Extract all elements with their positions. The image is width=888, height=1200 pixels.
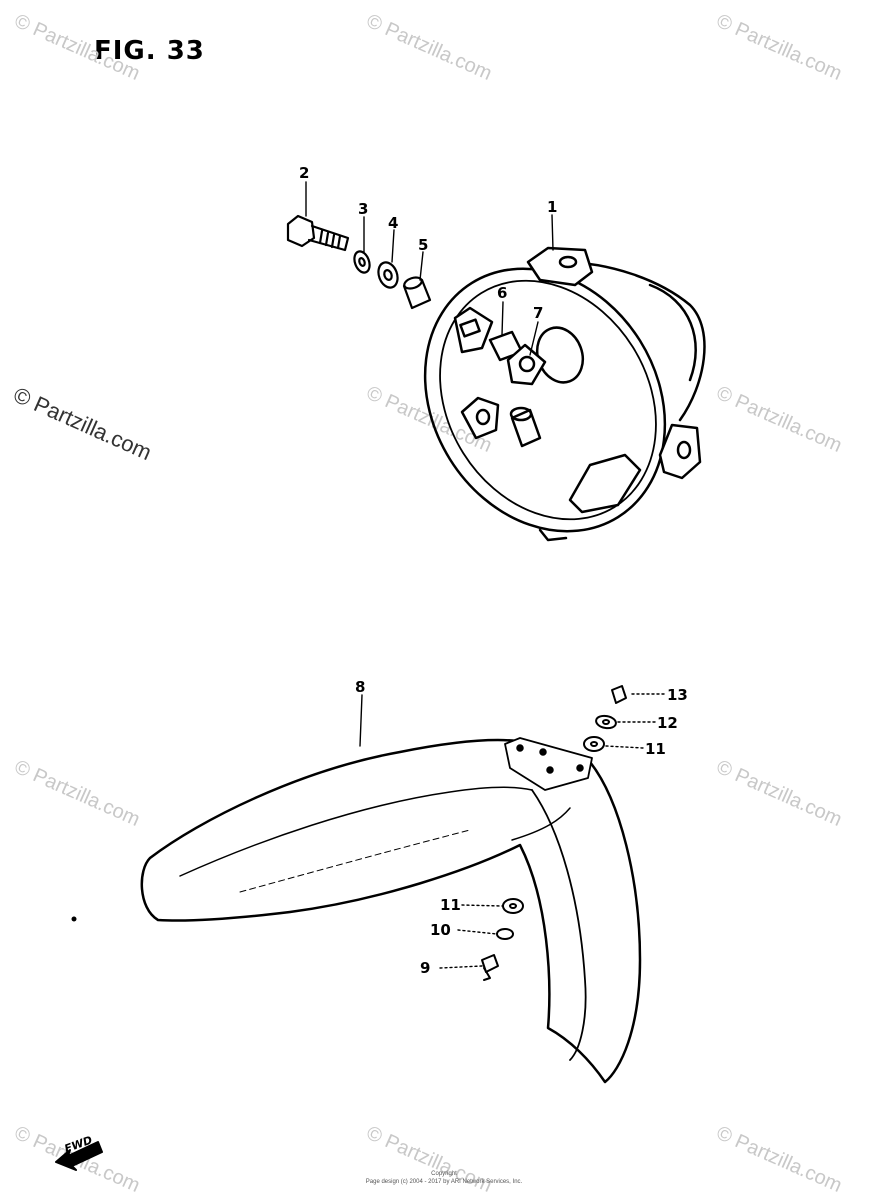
footer: Copyright Page design (c) 2004 - 2017 by…: [0, 1170, 888, 1186]
speck: [71, 916, 77, 922]
headlight-housing: [423, 246, 706, 542]
callout-3: 3: [358, 200, 368, 218]
callout-7: 7: [533, 304, 543, 322]
footer-line2: Page design (c) 2004 - 2017 by ARI Netwo…: [365, 1179, 523, 1185]
callout-10: 10: [430, 921, 451, 939]
callout-11-lower: 11: [440, 896, 461, 914]
callout-8: 8: [355, 678, 365, 696]
callout-1: 1: [547, 198, 557, 216]
callout-5: 5: [418, 236, 428, 254]
callout-2: 2: [299, 164, 309, 182]
front-fender: [140, 737, 642, 1084]
leader-lines: [305, 181, 666, 969]
bolt-assembly: [286, 214, 432, 310]
footer-line1: Copyright: [431, 1171, 457, 1177]
callout-numbers: 1 2 3 4 5 6 7 8 9 10 11 11 12 13: [299, 164, 688, 977]
callout-11-upper: 11: [645, 740, 666, 758]
callout-13: 13: [667, 686, 688, 704]
callout-6: 6: [497, 284, 507, 302]
callout-9: 9: [420, 959, 430, 977]
fwd-arrow-icon: [55, 1141, 103, 1171]
callout-4: 4: [388, 214, 398, 232]
fender-hardware: [481, 685, 627, 981]
callout-12: 12: [657, 714, 678, 732]
figure-title: FIG. 33: [94, 36, 205, 66]
